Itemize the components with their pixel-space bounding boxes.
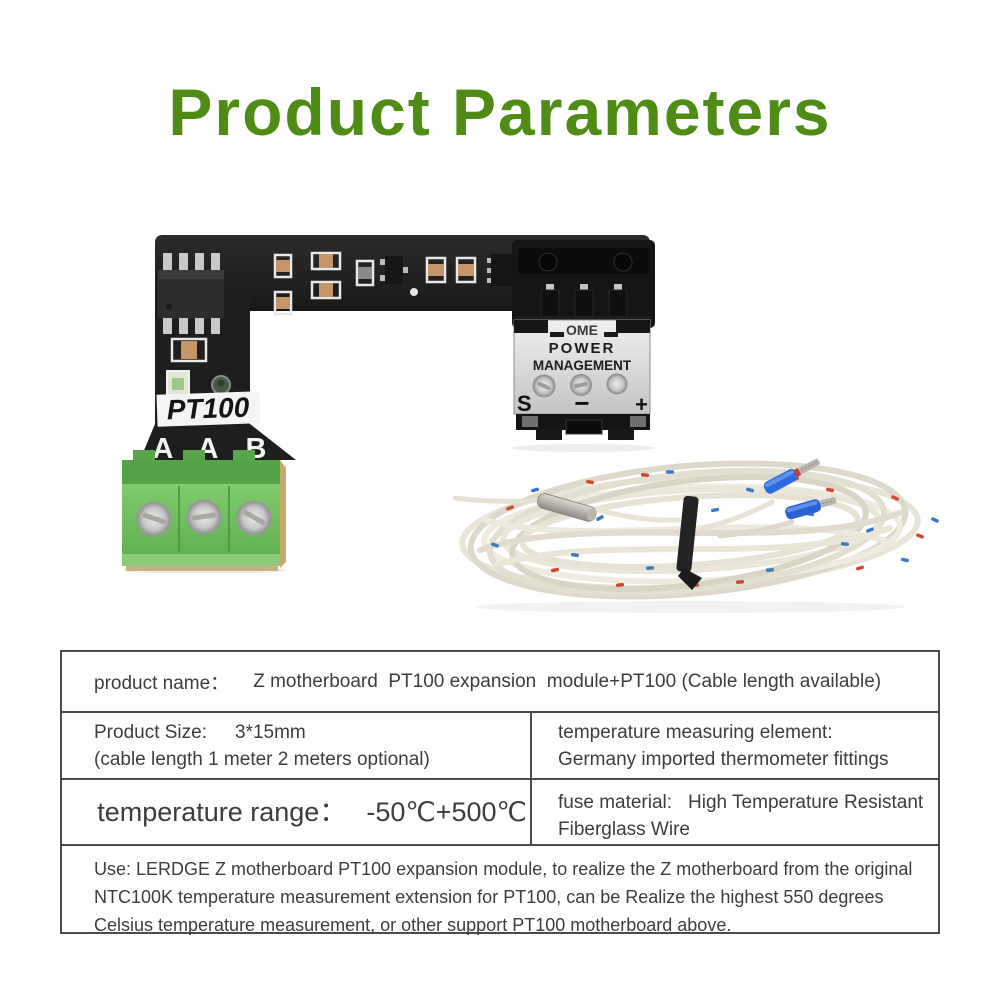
svg-text:S: S [517,391,532,416]
wire-ferrule [785,497,837,520]
svg-text:+: + [635,392,648,417]
power-management-label: OME POWER MANAGEMENT S − + [513,319,651,418]
svg-text:A: A [153,433,174,465]
use-note-line-3: Celsius temperature measurement, or othe… [94,915,732,935]
terminal-screw [186,499,222,535]
shadow [475,601,905,613]
fuse-material-cell: fuse material:High Temperature Resistant… [532,780,938,844]
pcb-module-image: PT100 A A B [122,235,655,573]
product-name-label: product name： [94,673,230,694]
spec-table: product name： Z motherboard PT100 expans… [60,650,940,935]
cable-tie [676,495,702,590]
label-screw [532,374,556,398]
probe-tip [537,493,597,522]
terminal-screw [136,501,172,537]
product-size-cell: Product Size: 3*15mm (cable length 1 mete… [62,713,532,778]
terminal-screw [236,500,272,536]
svg-text:OME: OME [566,322,598,338]
svg-text:−: − [574,388,589,418]
measuring-element-value: Germany imported thermometer fittings [558,748,889,770]
label-screw [570,374,592,396]
pt100-silkscreen: PT100 [156,391,261,427]
wire-ferrules [763,458,837,520]
terminal-block [122,450,286,571]
svg-text:POWER: POWER [549,340,616,357]
use-note-line-2: NTC100K temperature measurement extensio… [94,887,884,907]
connector-feet [516,414,650,440]
use-note-line-1: Use: LERDGE Z motherboard PT100 expansio… [94,859,913,879]
product-size-note: (cable length 1 meter 2 meters optional) [94,748,430,770]
product-size-value: 3*15mm [235,721,306,743]
fuse-material-value: High Temperature Resistant Fiberglass Wi… [558,792,924,840]
temperature-range-value: -50℃+500℃ [366,797,527,827]
soic8-chip [158,253,224,334]
cable-coil [452,460,921,600]
svg-text:MANAGEMENT: MANAGEMENT [533,358,632,373]
spec-row-size-element: Product Size: 3*15mm (cable length 1 mete… [62,713,938,780]
led-indicator [166,370,190,396]
label-screw [606,373,628,395]
spec-row-product-name: product name： Z motherboard PT100 expans… [62,652,938,713]
svg-text:PT100: PT100 [166,392,250,426]
cable-speckles [491,470,939,588]
measuring-element-cell: temperature measuring element: Germany i… [532,713,938,778]
wire-ferrule [763,458,820,494]
fuse-material-label: fuse material: [558,792,673,813]
temperature-range-label: temperature range： [97,797,347,827]
mounting-hole [211,375,231,395]
spec-row-range-fuse: temperature range： -50℃+500℃ fuse materi… [62,780,938,846]
power-connector [512,240,655,328]
spec-row-use-note: Use: LERDGE Z motherboard PT100 expansio… [62,846,938,939]
product-size-label: Product Size: [94,721,207,743]
shadow [511,444,655,452]
product-name-value: Z motherboard PT100 expansion module+PT1… [253,670,882,692]
pt100-cable-image [452,458,939,613]
page-title: Product Parameters [168,75,832,149]
measuring-element-label: temperature measuring element: [558,721,833,743]
temperature-range-cell: temperature range： -50℃+500℃ [62,780,532,844]
